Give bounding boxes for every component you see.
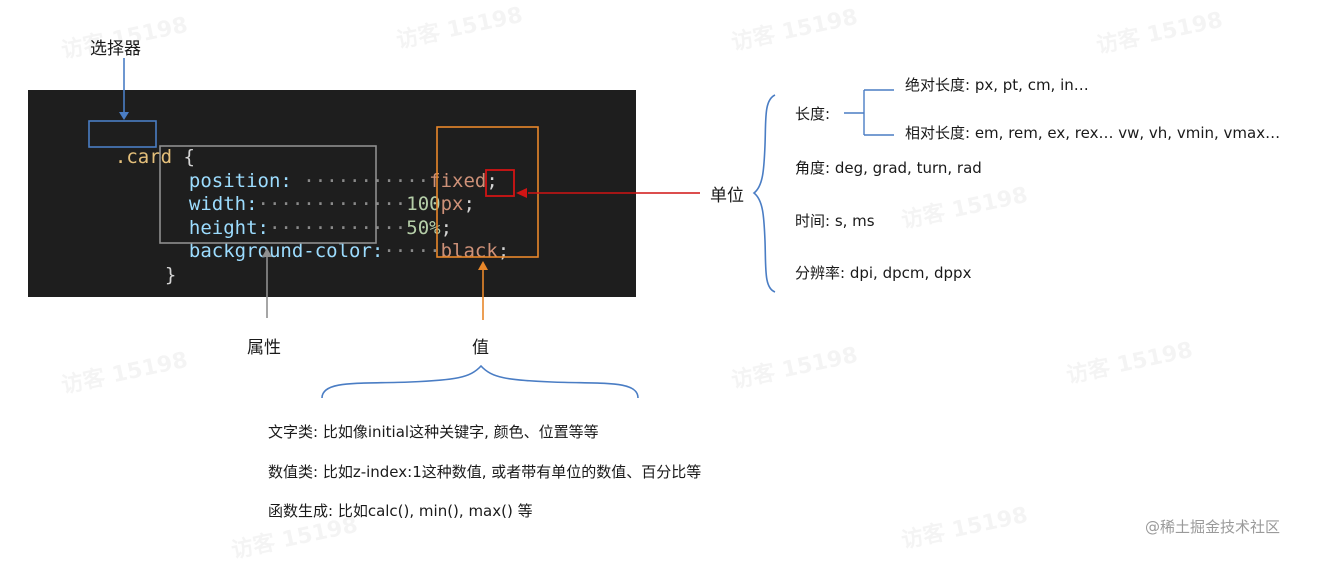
declaration-row: width:·············100px; — [166, 170, 475, 217]
declaration-row: height:············50%; — [166, 193, 452, 240]
semicolon: ; — [486, 169, 498, 192]
units-brace — [752, 94, 776, 293]
value-number: 100 — [406, 193, 441, 215]
value-type-function: 函数生成: 比如calc(), min(), max() 等 — [268, 502, 533, 520]
unit-arrowhead — [516, 188, 527, 198]
absolute-length-units: 绝对长度: px, pt, cm, in… — [905, 76, 1089, 94]
property-text: position: — [188, 169, 292, 192]
length-label: 长度: — [795, 105, 831, 123]
relative-length-units: 相对长度: em, rem, ex, rex… vw, vh, vmin, vm… — [905, 124, 1281, 142]
property-text: background-color: — [188, 240, 384, 262]
css-selector: .card { — [92, 122, 195, 169]
value-arrowhead — [478, 261, 488, 270]
angle-units: 角度: deg, grad, turn, rad — [795, 159, 982, 177]
value-type-numeric: 数值类: 比如z-index:1这种数值, 或者带有单位的数值、百分比等 — [268, 463, 702, 481]
semicolon: ; — [440, 216, 453, 239]
unit-label: 单位 — [710, 186, 744, 206]
value-type-keyword: 文字类: 比如像initial这种关键字, 颜色、位置等等 — [268, 423, 599, 441]
property-label: 属性 — [247, 338, 281, 358]
dot-leader: ····· — [383, 240, 441, 262]
dot-leader: ············· — [257, 193, 407, 215]
open-brace: { — [183, 145, 195, 168]
selector-highlight-box — [88, 120, 157, 148]
selector-text: .card — [114, 145, 173, 168]
resolution-units: 分辨率: dpi, dpcm, dppx — [795, 264, 972, 282]
time-units: 时间: s, ms — [795, 212, 875, 230]
credit-text: @稀土掘金技术社区 — [1145, 518, 1281, 536]
value-highlight-box — [436, 126, 539, 258]
selector-label: 选择器 — [90, 39, 141, 59]
property-arrowhead — [262, 248, 272, 257]
value-unit: px — [440, 193, 464, 215]
property-highlight-box — [159, 145, 377, 244]
selector-arrowhead — [119, 112, 129, 120]
css-close: } — [142, 240, 176, 287]
semicolon: ; — [463, 193, 475, 215]
semicolon: ; — [497, 240, 510, 262]
declaration-row: background-color:·····black; — [166, 217, 509, 264]
property-text: height: — [188, 216, 269, 239]
value-label: 值 — [472, 338, 489, 358]
declaration-row: position: ···········fixed; — [166, 146, 498, 193]
property-text: width: — [188, 193, 258, 215]
dot-leader: ············ — [268, 216, 407, 239]
value-text: 50% — [406, 216, 441, 239]
value-types-brace — [321, 364, 639, 399]
value-text: fixed — [429, 169, 487, 192]
close-brace: } — [164, 263, 177, 286]
unit-highlight-box — [485, 169, 515, 197]
dot-leader: ··········· — [291, 169, 430, 192]
